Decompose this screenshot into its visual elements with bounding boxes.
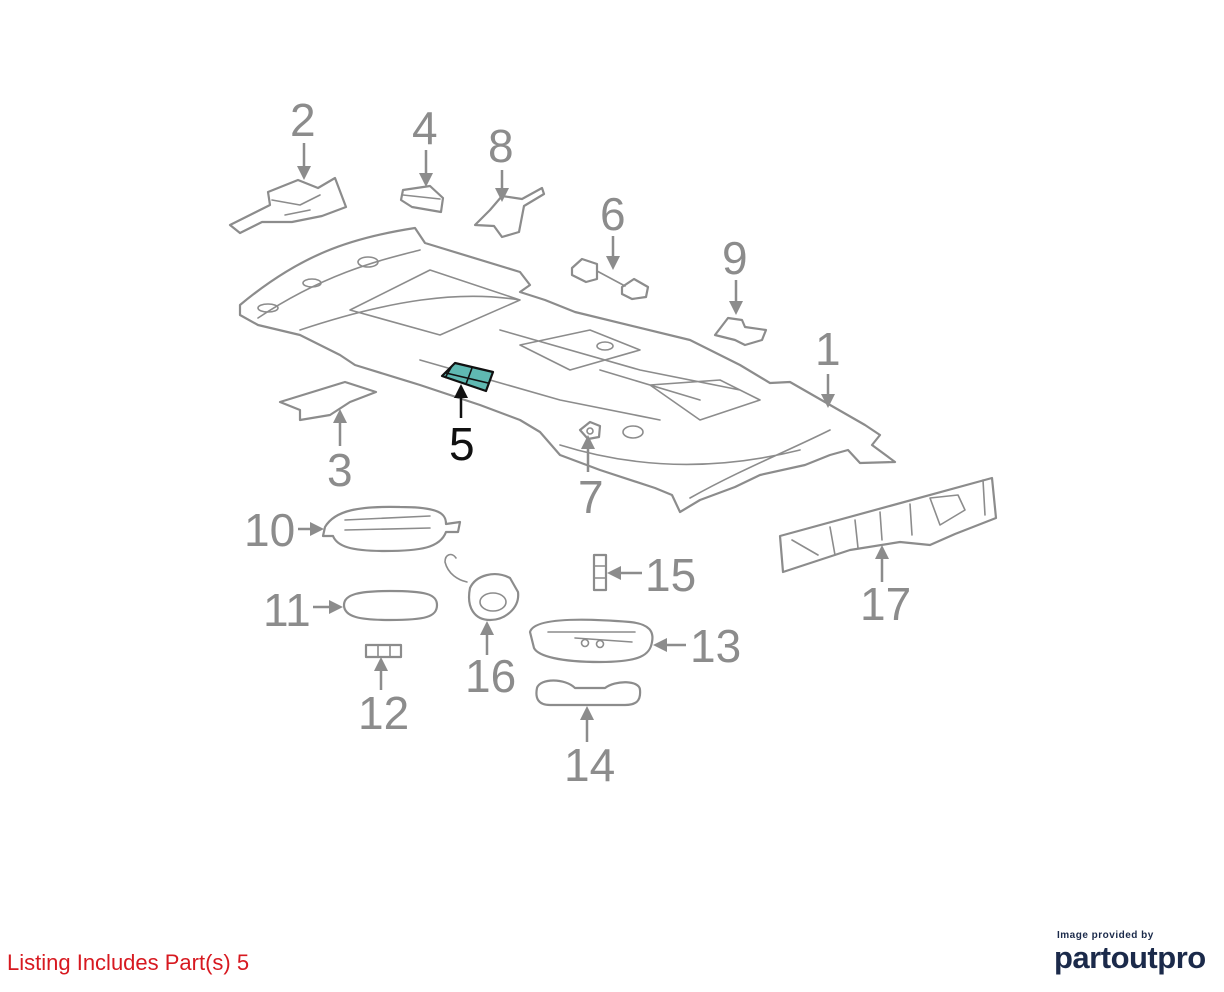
callout-9: 9	[722, 232, 748, 284]
part-16-speaker[interactable]	[444, 553, 520, 622]
callout-16: 16	[465, 650, 516, 702]
callout-4: 4	[412, 102, 438, 154]
part-9-clip[interactable]	[713, 316, 768, 347]
callout-13: 13	[690, 620, 741, 672]
leader-arrows	[297, 143, 889, 742]
callout-14: 14	[564, 739, 615, 791]
callout-7: 7	[578, 471, 604, 523]
callout-15: 15	[645, 549, 696, 601]
callout-5: 5	[449, 418, 475, 470]
credit-caption: Image provided by	[1057, 930, 1154, 941]
part-17-rear-trim[interactable]	[778, 476, 998, 574]
part-6-clips[interactable]	[570, 257, 650, 301]
callout-8: 8	[488, 120, 514, 172]
part-15-clip[interactable]	[592, 553, 608, 592]
part-7-clip[interactable]	[578, 420, 602, 441]
part-12-clip[interactable]	[364, 643, 403, 659]
part-1-headliner[interactable]	[238, 226, 897, 514]
callout-1: 1	[815, 323, 841, 375]
partoutpro-logo: partoutpro	[1054, 940, 1206, 975]
part-2-bracket[interactable]	[228, 176, 348, 235]
callout-10: 10	[244, 504, 295, 556]
callout-6: 6	[600, 188, 626, 240]
callout-3: 3	[327, 444, 353, 496]
part-4-clip[interactable]	[399, 184, 445, 214]
callout-17: 17	[860, 578, 911, 630]
image-credit: Image provided by partoutpro	[1054, 930, 1206, 975]
callout-11: 11	[263, 584, 311, 636]
callout-2: 2	[290, 94, 316, 146]
part-5-highlighted[interactable]	[440, 361, 495, 393]
part-13-console[interactable]	[528, 618, 654, 664]
part-14-handle[interactable]	[535, 679, 642, 707]
part-10-lamp-housing[interactable]	[321, 505, 462, 553]
callout-12: 12	[358, 687, 409, 739]
part-11-lens[interactable]	[342, 589, 439, 622]
part-3-bracket[interactable]	[278, 380, 378, 422]
listing-includes-note: Listing Includes Part(s) 5	[7, 950, 250, 975]
part-8-bracket[interactable]	[473, 186, 546, 239]
